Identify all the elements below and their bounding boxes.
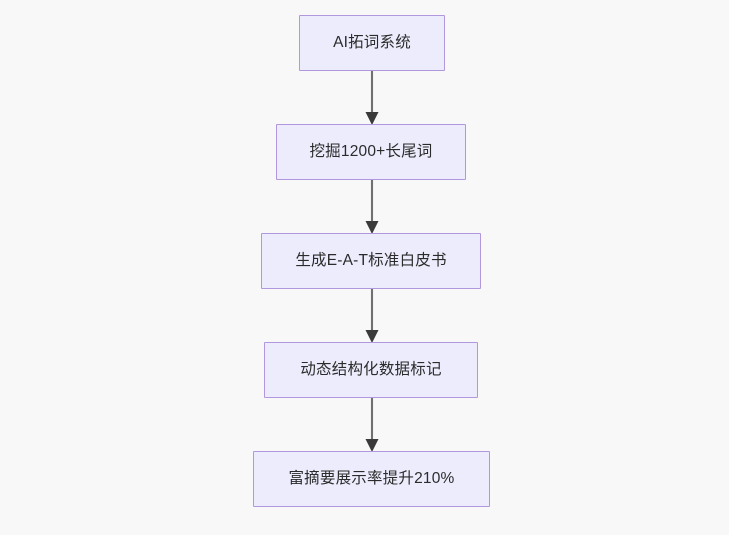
- flowchart-node-rich-snippet-result[interactable]: 富摘要展示率提升210%: [253, 451, 490, 507]
- edge-n4-n5: [365, 398, 379, 452]
- node-label: AI拓词系统: [333, 34, 411, 52]
- flowchart-node-longtail-keywords[interactable]: 挖掘1200+长尾词: [276, 124, 466, 180]
- node-label: 挖掘1200+长尾词: [309, 143, 433, 161]
- edge-n2-n3: [365, 180, 379, 234]
- node-label: 动态结构化数据标记: [300, 361, 442, 379]
- edge-n1-n2: [365, 71, 379, 125]
- flowchart-node-structured-data-markup[interactable]: 动态结构化数据标记: [264, 342, 478, 398]
- node-label: 富摘要展示率提升210%: [288, 470, 455, 488]
- flowchart-node-eat-whitepaper[interactable]: 生成E-A-T标准白皮书: [261, 233, 481, 289]
- node-label: 生成E-A-T标准白皮书: [295, 252, 447, 270]
- edge-n3-n4: [365, 289, 379, 343]
- flowchart-node-ai-keyword-system[interactable]: AI拓词系统: [299, 15, 445, 71]
